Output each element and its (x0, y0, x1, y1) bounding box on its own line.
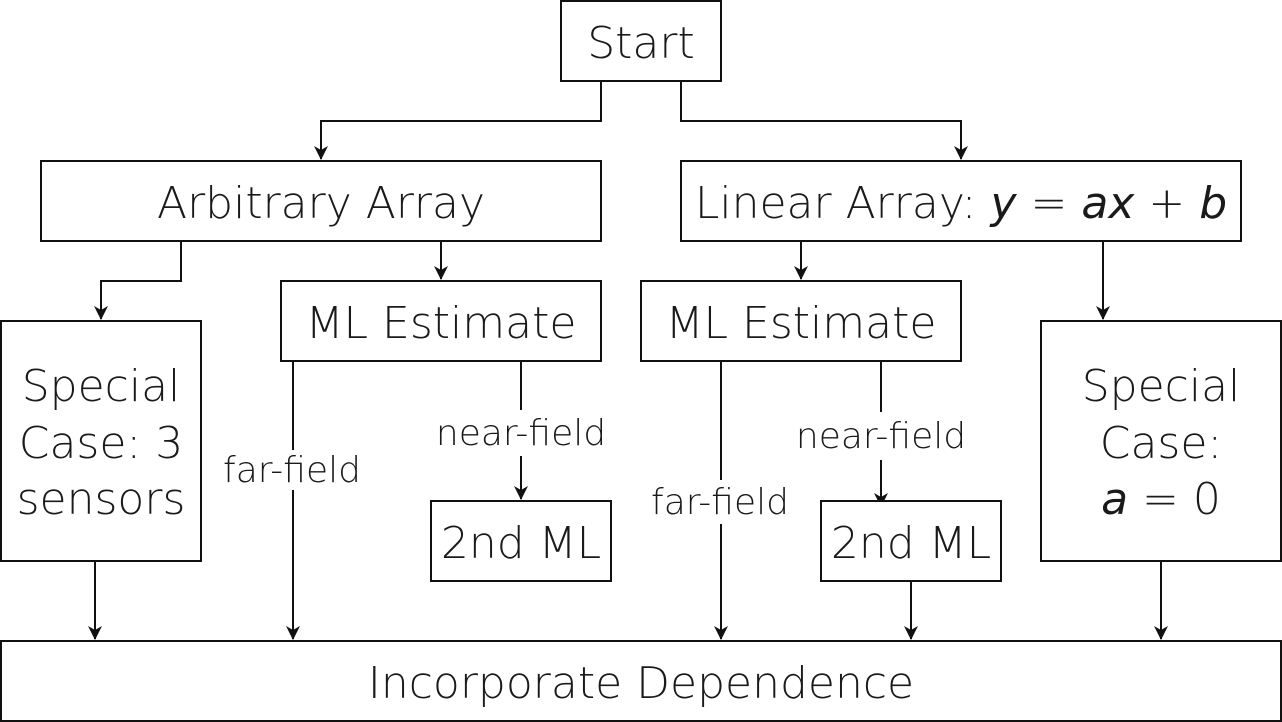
special-case-a0-line3: a = 0 (1101, 474, 1221, 525)
incorporate-dependence-label: Incorporate Dependence (368, 658, 914, 709)
special-case-a0-line1: Special (1082, 361, 1241, 412)
edges (88, 81, 1168, 640)
edge-start-to-linear (680, 81, 968, 160)
special-case-3-line3: sensors (17, 474, 186, 525)
edge-label-far-field-right: far-field (651, 482, 789, 523)
special-case-3-line1: Special (22, 361, 181, 412)
edge-label-near-field-right: near-field (796, 416, 966, 457)
linear-array-label: Linear Array: y = ax + b (695, 178, 1227, 229)
node-2nd-ml-left: 2nd ML (430, 500, 612, 582)
edge-label-near-field-left: near-field (436, 413, 606, 454)
node-special-case-a0: Special Case: a = 0 (1040, 320, 1282, 562)
ml-estimate-left-label: ML Estimate (306, 298, 577, 349)
2nd-ml-left-label: 2nd ML (441, 518, 601, 569)
special-case-a0-line2: Case: (1100, 418, 1223, 469)
node-ml-estimate-right: ML Estimate (640, 280, 962, 362)
node-ml-estimate-left: ML Estimate (280, 280, 602, 362)
node-linear-array: Linear Array: y = ax + b (680, 160, 1242, 242)
ml-estimate-right-label: ML Estimate (666, 298, 937, 349)
node-2nd-ml-right: 2nd ML (820, 500, 1002, 582)
edge-label-far-field-left: far-field (223, 450, 361, 491)
node-incorporate-dependence: Incorporate Dependence (0, 640, 1282, 722)
edge-arbitrary-to-special3 (94, 241, 182, 320)
special-case-3-line2: Case: 3 (19, 418, 183, 469)
start-label: Start (587, 18, 695, 69)
edge-start-to-arbitrary (314, 81, 602, 160)
node-start: Start (560, 0, 722, 82)
node-arbitrary-array: Arbitrary Array (40, 160, 602, 242)
2nd-ml-right-label: 2nd ML (831, 518, 991, 569)
node-special-case-3-sensors: Special Case: 3 sensors (0, 320, 202, 562)
arbitrary-array-label: Arbitrary Array (157, 178, 485, 229)
